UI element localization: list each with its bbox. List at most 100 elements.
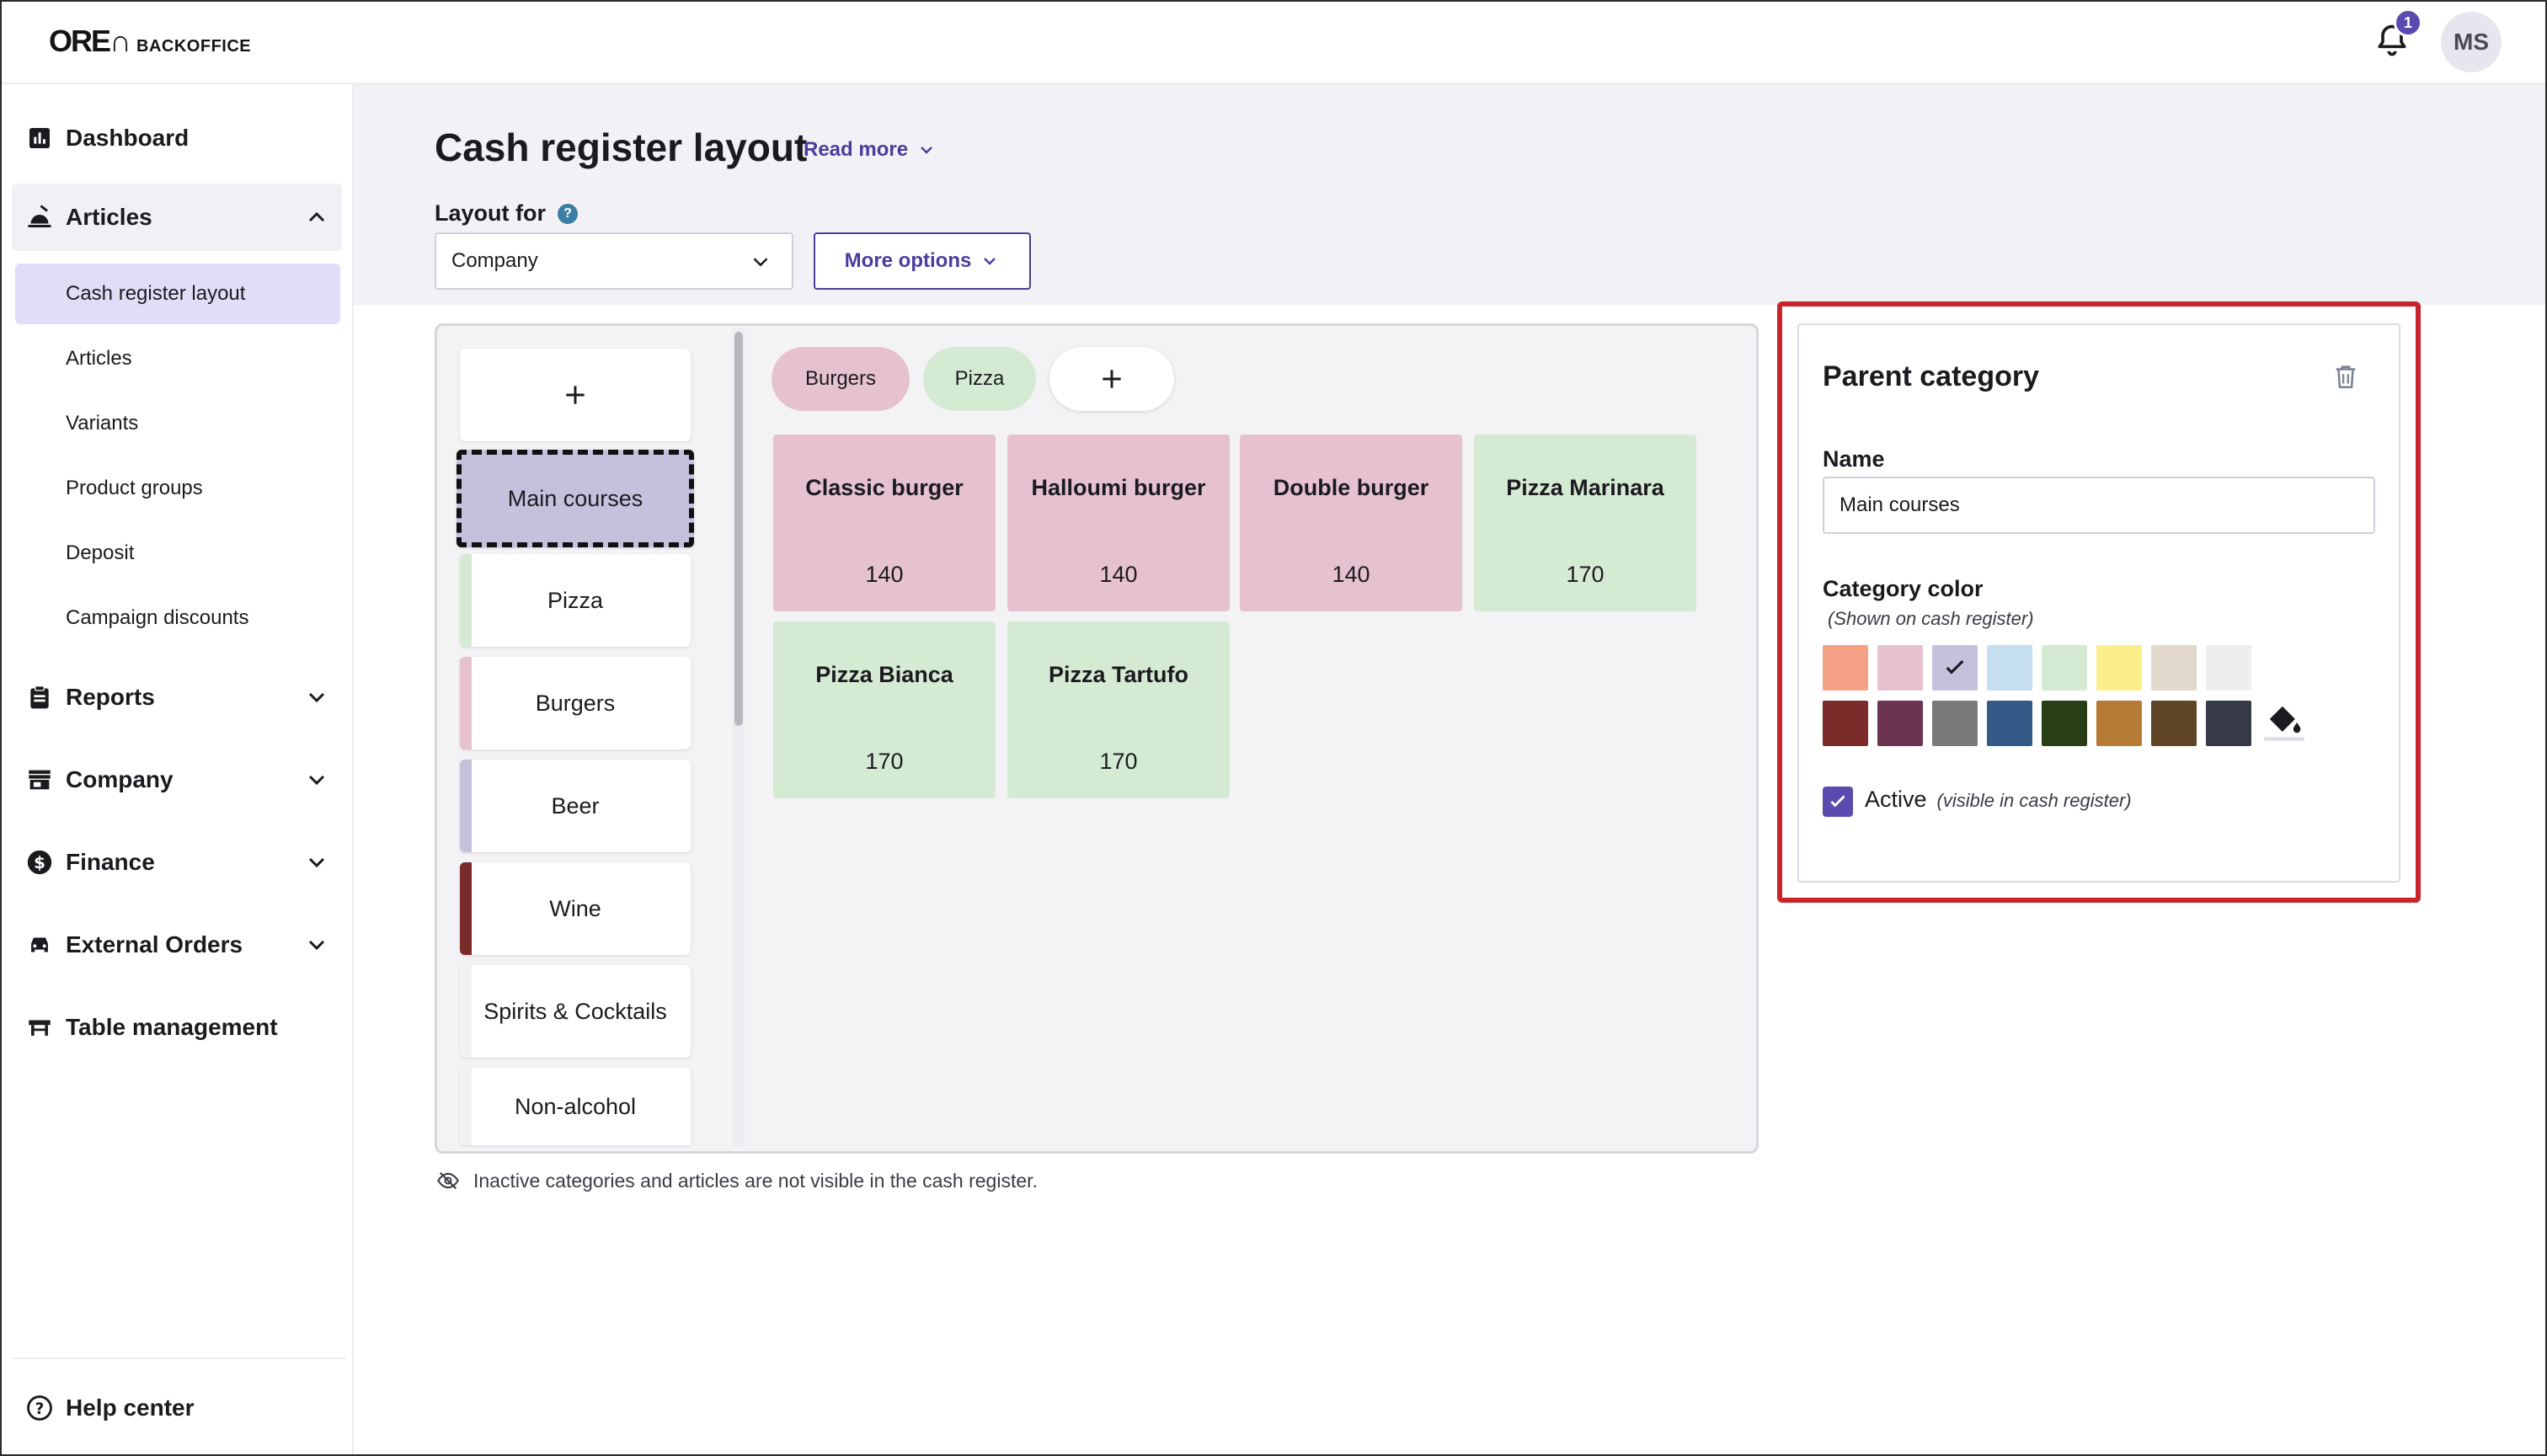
active-label-note: (visible in cash register) — [1936, 790, 2132, 811]
read-more-link[interactable]: Read more — [804, 138, 937, 162]
article-name: Pizza Bianca — [815, 662, 953, 687]
article-name: Classic burger — [805, 475, 964, 500]
sidebar-item-table-management[interactable]: Table management — [12, 994, 342, 1061]
layout-for-select[interactable]: Company — [435, 232, 793, 290]
logo[interactable]: ORE∩ BACKOFFICE — [49, 24, 251, 59]
article-price: 140 — [865, 562, 904, 587]
color-swatch[interactable] — [2151, 645, 2197, 691]
sidebar-item-product-groups[interactable]: Product groups — [66, 477, 203, 499]
article-tile[interactable]: Double burger 140 — [1240, 435, 1462, 611]
sidebar-item-company[interactable]: Company — [12, 746, 342, 813]
sidebar-label-company: Company — [66, 766, 174, 792]
svg-text:?: ? — [35, 1400, 45, 1418]
category-color-strip — [460, 657, 472, 749]
sidebar-label-finance: Finance — [66, 849, 155, 875]
parent-category-panel — [1797, 323, 2400, 883]
sidebar-item-campaign-discounts[interactable]: Campaign discounts — [66, 606, 249, 629]
category-color-strip — [460, 965, 472, 1058]
paint-bucket-icon[interactable] — [2262, 697, 2306, 744]
color-swatch[interactable] — [2206, 701, 2251, 746]
color-swatch[interactable] — [2042, 645, 2087, 691]
category-label: Wine — [549, 895, 601, 921]
add-subcategory-button[interactable] — [1049, 347, 1174, 411]
category-pizza[interactable]: Pizza — [460, 554, 691, 647]
article-name: Halloumi burger — [1031, 475, 1206, 500]
sidebar-label-reports: Reports — [66, 684, 155, 710]
category-spirits-cocktails[interactable]: Spirits & Cocktails — [460, 965, 691, 1058]
category-label: Pizza — [547, 587, 604, 613]
table-icon — [24, 1011, 56, 1043]
category-color-strip — [460, 760, 472, 852]
color-swatch[interactable] — [2042, 701, 2087, 746]
panel-title: Parent category — [1823, 360, 2039, 392]
article-tile[interactable]: Pizza Marinara 170 — [1474, 435, 1696, 611]
color-swatch-selected[interactable] — [1932, 645, 1978, 691]
color-swatch[interactable] — [1823, 645, 1868, 691]
add-category-button[interactable] — [460, 349, 691, 441]
scrollbar-thumb[interactable] — [734, 332, 743, 726]
sidebar-item-dashboard[interactable]: Dashboard — [12, 104, 342, 172]
article-name: Pizza Marinara — [1506, 475, 1664, 500]
article-tile[interactable]: Halloumi burger 140 — [1007, 435, 1230, 611]
sidebar-item-deposit[interactable]: Deposit — [66, 541, 135, 564]
article-price: 170 — [865, 749, 904, 774]
sidebar-item-articles[interactable]: Articles — [12, 184, 342, 251]
tab-label: Pizza — [954, 367, 1005, 390]
sidebar-item-reports[interactable]: Reports — [12, 664, 342, 731]
color-swatch[interactable] — [1932, 701, 1978, 746]
store-icon — [24, 764, 56, 796]
sidebar-label-external-orders: External Orders — [66, 931, 243, 957]
chevron-down-icon — [308, 692, 325, 703]
article-tile[interactable]: Pizza Bianca 170 — [773, 621, 996, 798]
tab-pizza[interactable]: Pizza — [923, 347, 1036, 411]
color-swatch[interactable] — [2206, 645, 2251, 691]
color-swatch[interactable] — [1987, 645, 2032, 691]
color-swatch[interactable] — [1877, 645, 1923, 691]
color-swatch[interactable] — [1823, 701, 1868, 746]
category-burgers[interactable]: Burgers — [460, 657, 691, 749]
articles-icon — [24, 201, 56, 233]
sidebar-label-dashboard: Dashboard — [66, 125, 190, 151]
sidebar: Dashboard Articles Cash register layout … — [2, 84, 354, 1454]
tab-burgers[interactable]: Burgers — [772, 347, 910, 411]
tab-label: Burgers — [804, 367, 877, 390]
trash-icon[interactable] — [2331, 360, 2360, 392]
sidebar-item-external-orders[interactable]: External Orders — [12, 911, 342, 979]
article-tile[interactable]: Classic burger 140 — [773, 435, 996, 611]
category-main-courses[interactable]: Main courses — [457, 450, 694, 547]
category-wine[interactable]: Wine — [460, 862, 691, 955]
color-swatch[interactable] — [1987, 701, 2032, 746]
avatar[interactable]: MS — [2441, 12, 2502, 72]
sidebar-item-variants[interactable]: Variants — [66, 412, 139, 435]
sidebar-item-articles-list[interactable]: Articles — [66, 347, 132, 370]
sidebar-item-finance[interactable]: $ Finance — [12, 829, 342, 896]
dashboard-icon — [24, 122, 56, 154]
category-non-alcohol[interactable]: Non-alcohol — [460, 1068, 691, 1145]
sidebar-item-cash-register-layout[interactable]: Cash register layout — [15, 264, 340, 324]
category-color-strip — [460, 862, 472, 955]
sidebar-item-help-center[interactable]: ? Help center — [12, 1374, 342, 1442]
article-tile[interactable]: Pizza Tartufo 170 — [1007, 621, 1230, 798]
chevron-down-icon — [753, 258, 768, 267]
category-color-strip — [460, 554, 472, 647]
active-checkbox[interactable] — [1823, 787, 1853, 817]
inactive-hint: Inactive categories and articles are not… — [435, 1169, 1038, 1192]
color-swatch[interactable] — [2096, 645, 2142, 691]
article-price: 170 — [1566, 562, 1605, 587]
sidebar-label-help-center: Help center — [66, 1395, 195, 1421]
layout-for-text: Layout for — [435, 200, 546, 226]
color-swatch[interactable] — [2151, 701, 2197, 746]
info-icon[interactable]: ? — [558, 203, 578, 224]
article-name: Double burger — [1273, 475, 1429, 500]
chevron-up-icon — [308, 211, 325, 222]
category-label: Non-alcohol — [514, 1093, 637, 1119]
category-beer[interactable]: Beer — [460, 760, 691, 852]
name-input[interactable]: Main courses — [1823, 477, 2375, 534]
read-more-label: Read more — [804, 138, 909, 161]
color-swatch[interactable] — [2096, 701, 2142, 746]
plus-icon — [1103, 370, 1121, 388]
color-swatch[interactable] — [1877, 701, 1923, 746]
more-options-button[interactable]: More options — [814, 232, 1031, 290]
chevron-down-icon — [308, 775, 325, 786]
